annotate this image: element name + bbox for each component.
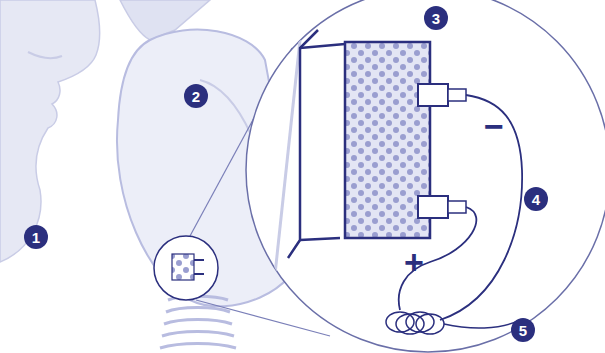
callout-badge bbox=[24, 225, 48, 249]
inset-sensor bbox=[172, 254, 194, 280]
callout-badge bbox=[424, 6, 448, 30]
face-line bbox=[28, 52, 62, 58]
callout-number: 3 bbox=[432, 11, 440, 26]
callout-badge bbox=[184, 84, 208, 108]
wire bbox=[440, 95, 522, 320]
inset-circle bbox=[154, 236, 218, 300]
inset-electrode bbox=[194, 273, 204, 275]
electrode-stem bbox=[448, 201, 466, 213]
magnifier-circle bbox=[246, 0, 605, 352]
coil bbox=[386, 312, 520, 334]
callout-number: 4 bbox=[532, 192, 540, 207]
electrode bbox=[418, 84, 448, 106]
face bbox=[0, 0, 100, 262]
callout-badge bbox=[511, 318, 535, 342]
wire bbox=[399, 207, 477, 310]
housing bbox=[300, 238, 340, 240]
polarity-sign: − bbox=[484, 109, 504, 143]
hose bbox=[160, 296, 236, 348]
polarity-sign: + bbox=[404, 245, 424, 279]
callout-number: 2 bbox=[192, 89, 200, 104]
inset-electrode bbox=[194, 259, 204, 261]
mask-wall bbox=[268, 40, 300, 340]
callout-number: 1 bbox=[32, 230, 40, 245]
electrode bbox=[418, 196, 448, 218]
housing bbox=[300, 44, 345, 48]
housing bbox=[288, 30, 318, 258]
callout-number: 5 bbox=[519, 323, 527, 338]
electrode-stem bbox=[448, 89, 466, 101]
callout-badge bbox=[524, 187, 548, 211]
